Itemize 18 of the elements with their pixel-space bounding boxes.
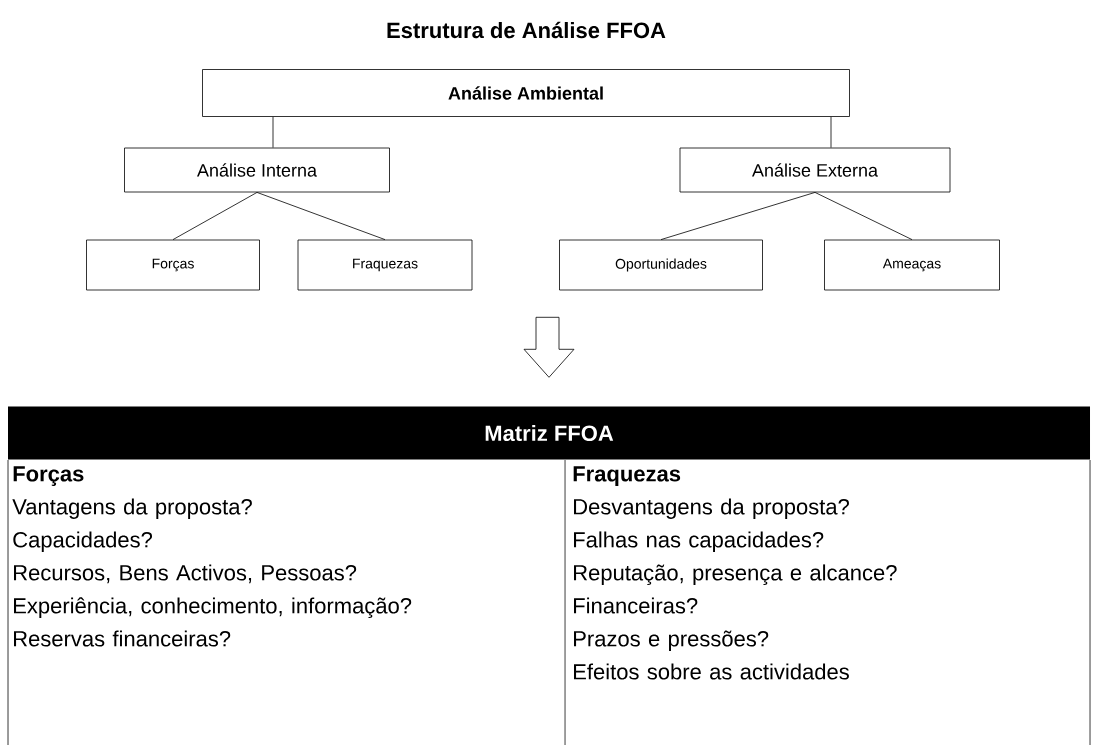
process-box: Análise Externa bbox=[679, 147, 951, 193]
process-box: Análise Interna bbox=[124, 147, 390, 193]
text-column: Fraquezas Desvantagens da proposta? Falhas nas capacidades? Reputação, presença e alcance? Financeiras? Prazos e pressões? Efeitos sobre as actividades bbox=[573, 466, 897, 680]
process-box: Análise Ambiental bbox=[202, 69, 850, 117]
connector-line bbox=[660, 192, 816, 240]
process-box: Oportunidades bbox=[559, 239, 763, 291]
connector-line bbox=[272, 116, 274, 148]
process-box: Ameaças bbox=[824, 239, 1000, 291]
title: Estrutura de Análise FFOA bbox=[387, 21, 666, 39]
process-box: Fraquezas bbox=[297, 239, 473, 291]
connector-line bbox=[814, 192, 913, 240]
text-column: Forças Vantagens da proposta? Capacidades? Recursos, Bens Activos, Pessoas? Experiência, conhecimento, informação? Reservas financeiras? bbox=[12, 466, 412, 647]
connector-line bbox=[256, 192, 386, 240]
block-arrow bbox=[523, 316, 575, 378]
connector-line bbox=[830, 116, 832, 148]
header-band: Matriz FFOA bbox=[8, 406, 1090, 460]
process-box: Forças bbox=[86, 239, 260, 291]
connector-line bbox=[172, 192, 258, 240]
